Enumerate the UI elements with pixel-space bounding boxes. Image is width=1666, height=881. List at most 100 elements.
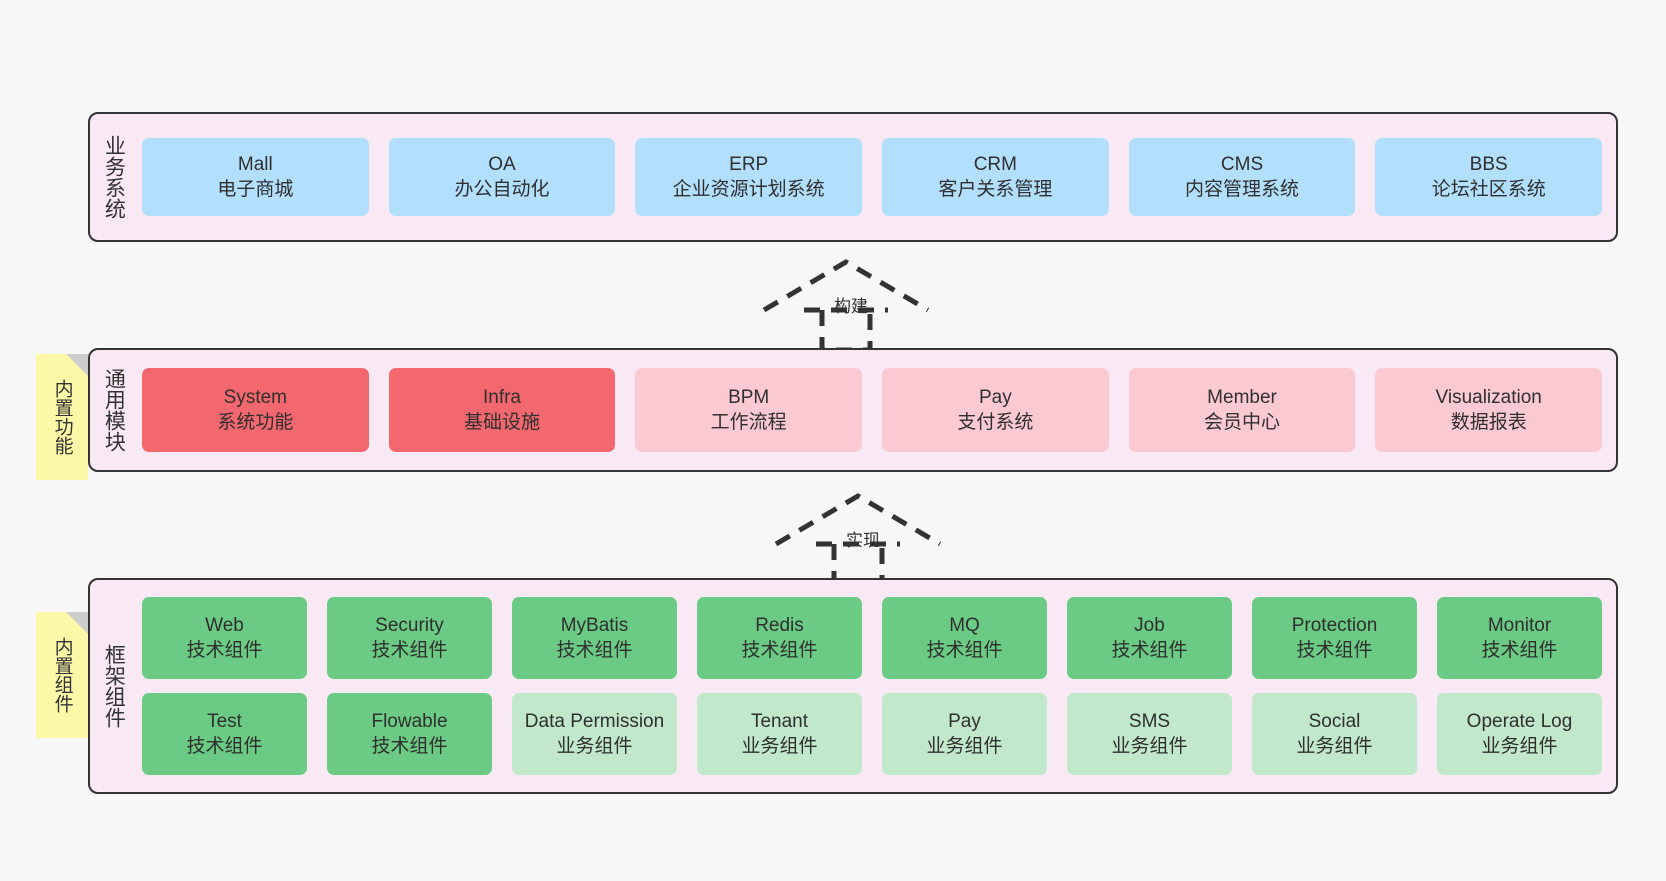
card-flowable[interactable]: Flowable 技术组件	[327, 693, 492, 775]
page-fold-icon	[66, 612, 88, 634]
card-desc: 支付系统	[957, 412, 1034, 433]
card-desc: 技术组件	[371, 640, 448, 661]
card-desc: 技术组件	[926, 640, 1003, 661]
card-desc: 技术组件	[186, 736, 263, 757]
card-name: OA	[488, 153, 516, 175]
card-mall[interactable]: Mall 电子商城	[142, 138, 369, 216]
card-row: Web 技术组件 Security 技术组件 MyBatis 技术组件 Redi…	[142, 597, 1602, 679]
card-oa[interactable]: OA 办公自动化	[388, 138, 616, 216]
card-pay-module[interactable]: Pay 支付系统	[882, 368, 1109, 452]
card-name: ERP	[729, 153, 769, 175]
card-redis[interactable]: Redis 技术组件	[697, 597, 862, 679]
sticky-note-builtin-function: 内置功能	[36, 354, 88, 480]
card-test[interactable]: Test 技术组件	[142, 693, 307, 775]
arrow-implement: 实现	[772, 492, 944, 588]
card-name: Operate Log	[1466, 710, 1573, 732]
card-desc: 技术组件	[186, 640, 263, 661]
card-security[interactable]: Security 技术组件	[327, 597, 492, 679]
layer-common-module: 通用模块 System 系统功能 Infra 基础设施 BPM 工作流程 Pay…	[88, 348, 1618, 472]
card-name: BPM	[728, 386, 770, 408]
card-desc: 业务组件	[926, 736, 1003, 757]
card-name: Web	[205, 614, 244, 636]
card-name: Mall	[237, 153, 273, 175]
card-operate-log[interactable]: Operate Log 业务组件	[1437, 693, 1602, 775]
card-visualization[interactable]: Visualization 数据报表	[1375, 368, 1603, 452]
card-desc: 业务组件	[556, 736, 633, 757]
card-data-permission[interactable]: Data Permission 业务组件	[512, 693, 677, 775]
layer-title-common: 通用模块	[102, 368, 126, 452]
card-mybatis[interactable]: MyBatis 技术组件	[512, 597, 677, 679]
card-monitor[interactable]: Monitor 技术组件	[1437, 597, 1602, 679]
layer-title-business: 业务系统	[102, 135, 126, 219]
card-name: Infra	[482, 386, 522, 408]
card-name: BBS	[1469, 153, 1508, 175]
card-name: Pay	[948, 710, 981, 732]
card-name: System	[223, 386, 288, 408]
card-row: Mall 电子商城 OA 办公自动化 ERP 企业资源计划系统 CRM 客户关系…	[142, 138, 1603, 216]
layer-body-framework: Web 技术组件 Security 技术组件 MyBatis 技术组件 Redi…	[136, 580, 1616, 792]
card-name: Pay	[978, 386, 1012, 408]
layer-body-common: System 系统功能 Infra 基础设施 BPM 工作流程 Pay 支付系统…	[136, 350, 1616, 470]
card-desc: 业务组件	[1481, 736, 1558, 757]
card-protection[interactable]: Protection 技术组件	[1252, 597, 1417, 679]
card-system[interactable]: System 系统功能	[142, 368, 369, 452]
card-name: MyBatis	[560, 614, 629, 636]
card-name: Security	[375, 614, 444, 636]
card-desc: 数据报表	[1450, 412, 1527, 433]
card-name: Test	[207, 710, 242, 732]
card-name: Member	[1207, 386, 1277, 408]
card-desc: 技术组件	[1481, 640, 1558, 661]
card-crm[interactable]: CRM 客户关系管理	[882, 138, 1109, 216]
card-cms[interactable]: CMS 内容管理系统	[1128, 138, 1356, 216]
card-name: Social	[1308, 710, 1361, 732]
card-name: Data Permission	[524, 710, 665, 732]
card-sms[interactable]: SMS 业务组件	[1067, 693, 1232, 775]
card-name: Protection	[1291, 614, 1378, 636]
card-desc: 办公自动化	[454, 179, 550, 200]
card-desc: 技术组件	[1111, 640, 1188, 661]
card-desc: 内容管理系统	[1185, 179, 1300, 200]
card-row: System 系统功能 Infra 基础设施 BPM 工作流程 Pay 支付系统…	[142, 368, 1603, 452]
card-name: Visualization	[1435, 386, 1542, 408]
card-web[interactable]: Web 技术组件	[142, 597, 307, 679]
card-name: Monitor	[1487, 614, 1552, 636]
card-job[interactable]: Job 技术组件	[1067, 597, 1232, 679]
card-desc: 基础设施	[464, 412, 541, 433]
layer-body-business: Mall 电子商城 OA 办公自动化 ERP 企业资源计划系统 CRM 客户关系…	[136, 114, 1616, 240]
layer-business-system: 业务系统 Mall 电子商城 OA 办公自动化 ERP 企业资源计划系统 CRM…	[88, 112, 1618, 242]
card-name: Job	[1134, 614, 1165, 636]
card-erp[interactable]: ERP 企业资源计划系统	[635, 138, 863, 216]
card-name: Tenant	[750, 710, 809, 732]
card-bbs[interactable]: BBS 论坛社区系统	[1375, 138, 1603, 216]
card-mq[interactable]: MQ 技术组件	[882, 597, 1047, 679]
card-desc: 电子商城	[217, 179, 294, 200]
sticky-note-builtin-component: 内置组件	[36, 612, 88, 738]
card-desc: 工作流程	[710, 412, 787, 433]
card-desc: 技术组件	[1296, 640, 1373, 661]
layer-framework-component: 框架组件 Web 技术组件 Security 技术组件 MyBatis 技术组件…	[88, 578, 1618, 794]
card-name: CRM	[973, 153, 1017, 175]
card-desc: 客户关系管理	[938, 179, 1053, 200]
card-desc: 会员中心	[1204, 412, 1281, 433]
card-desc: 系统功能	[217, 412, 294, 433]
arrow-implement-label: 实现	[846, 531, 880, 550]
arrow-build-label: 构建	[834, 297, 868, 316]
page-fold-icon	[66, 354, 88, 376]
card-infra[interactable]: Infra 基础设施	[388, 368, 616, 452]
sticky-note-label: 内置组件	[51, 637, 73, 713]
arrow-build: 构建	[760, 258, 932, 354]
card-name: MQ	[949, 614, 980, 636]
card-desc: 业务组件	[1296, 736, 1373, 757]
sticky-note-label: 内置功能	[51, 379, 73, 455]
card-member[interactable]: Member 会员中心	[1128, 368, 1356, 452]
card-desc: 技术组件	[556, 640, 633, 661]
card-name: SMS	[1128, 710, 1171, 732]
card-desc: 技术组件	[371, 736, 448, 757]
card-name: CMS	[1220, 153, 1264, 175]
card-social[interactable]: Social 业务组件	[1252, 693, 1417, 775]
card-bpm[interactable]: BPM 工作流程	[635, 368, 863, 452]
card-tenant[interactable]: Tenant 业务组件	[697, 693, 862, 775]
card-pay-component[interactable]: Pay 业务组件	[882, 693, 1047, 775]
card-desc: 企业资源计划系统	[672, 179, 825, 200]
